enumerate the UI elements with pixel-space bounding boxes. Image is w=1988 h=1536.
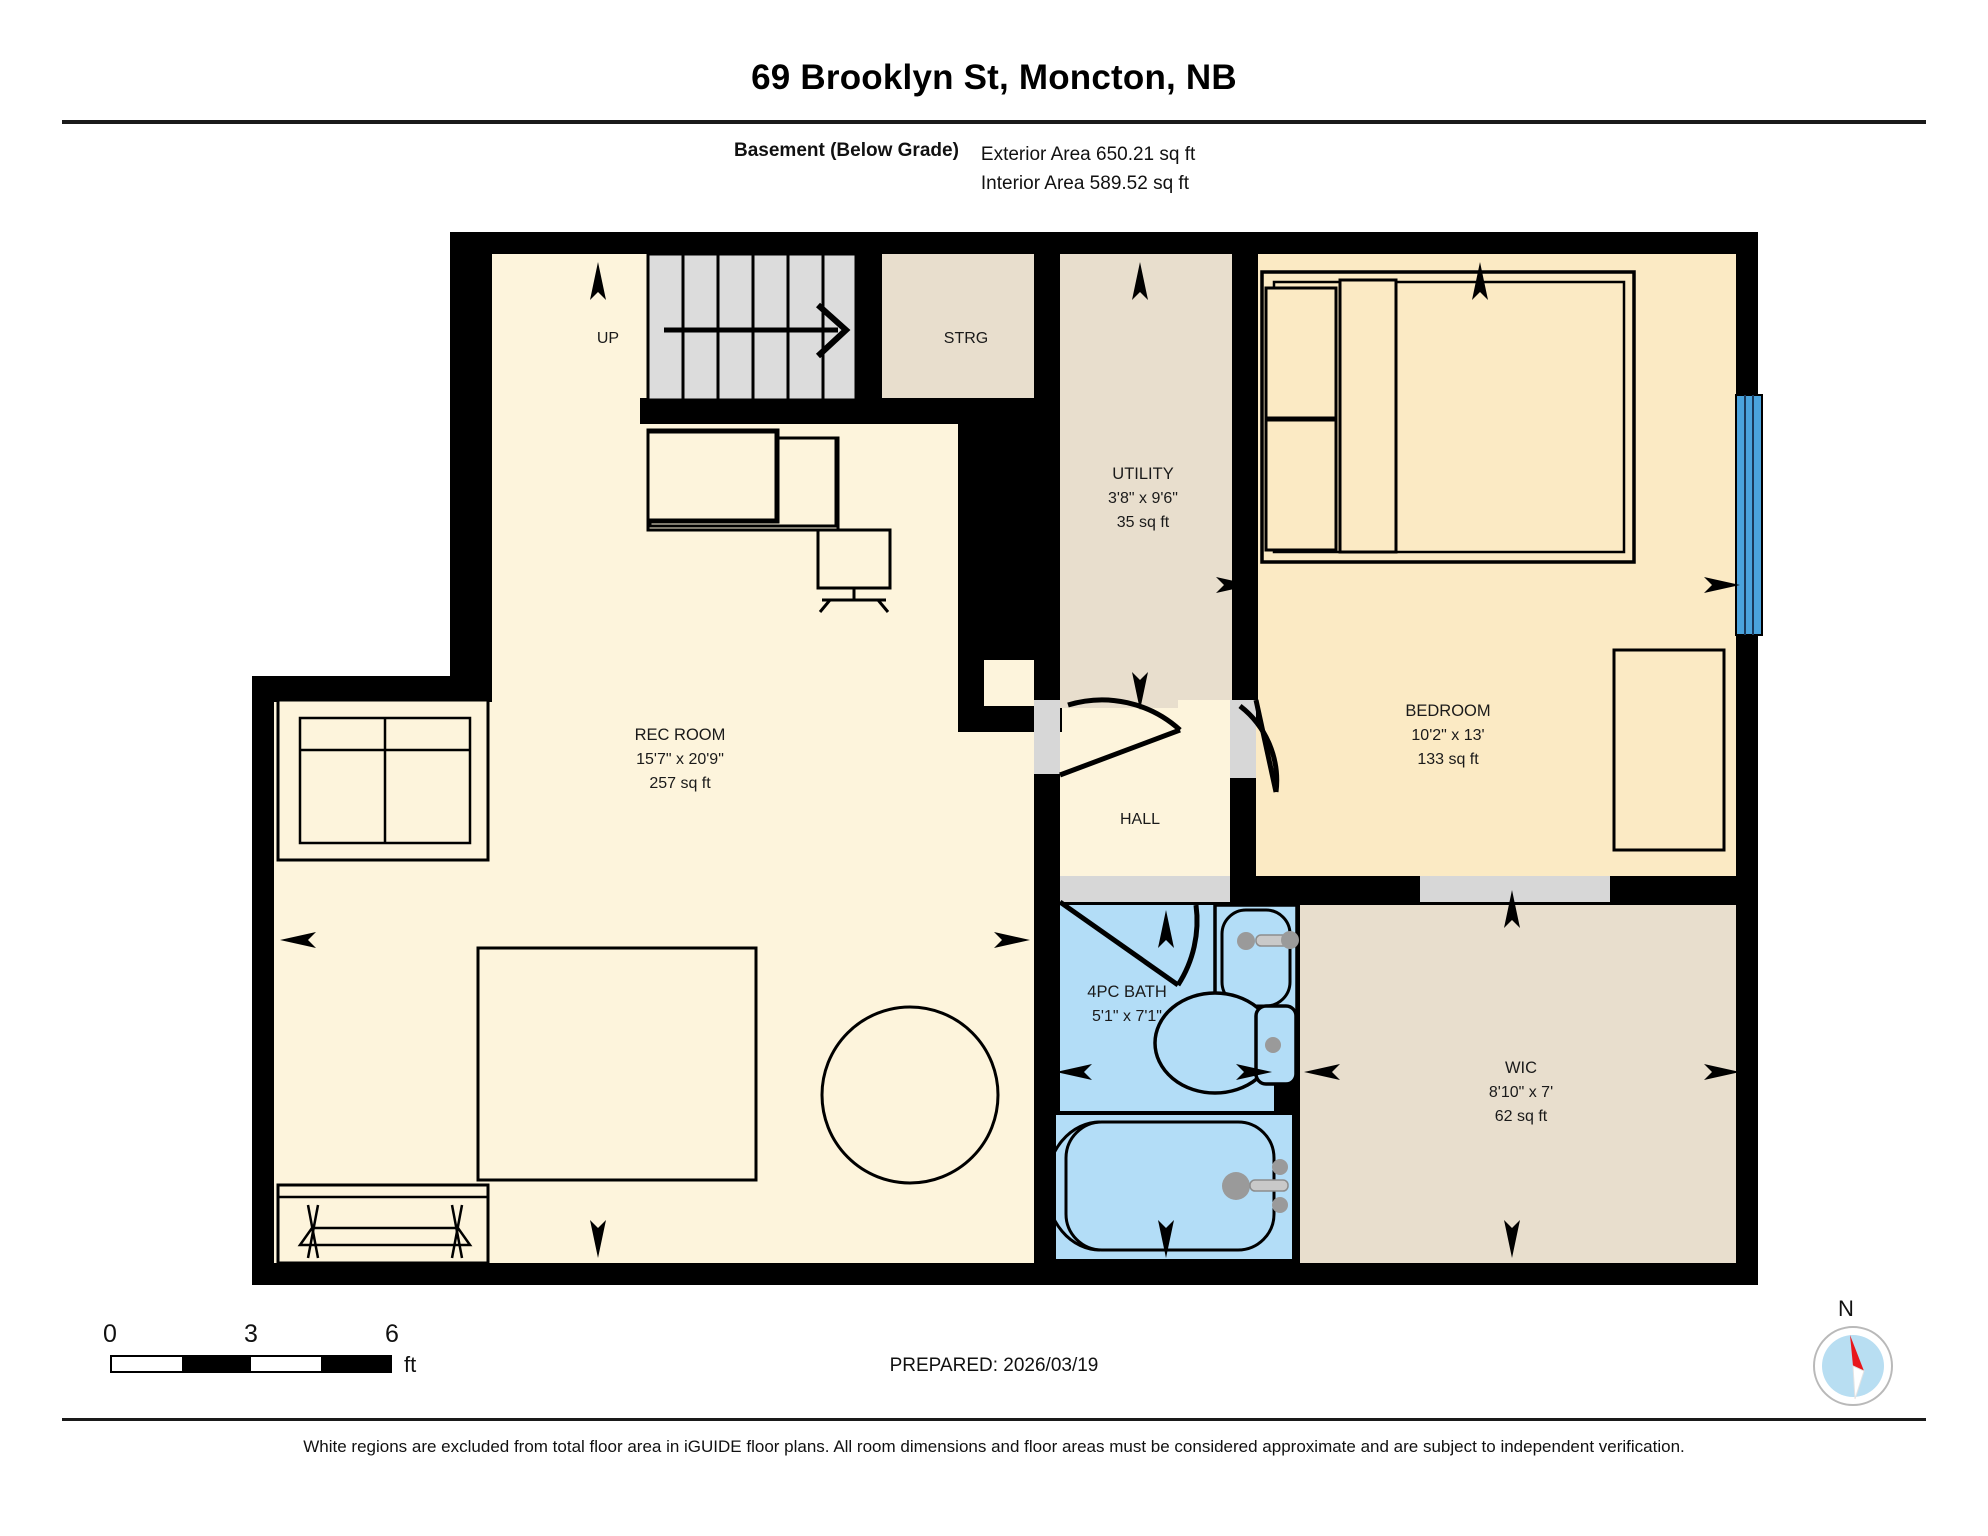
rec-room-furniture xyxy=(276,428,1000,1265)
label-rec-dims: 15'7" x 20'9" xyxy=(636,751,724,768)
compass-needle-north xyxy=(1850,1335,1864,1371)
scale-tick-6: 6 xyxy=(385,1320,399,1348)
wall-stair-storage xyxy=(856,232,882,404)
label-rec-name: REC ROOM xyxy=(635,726,726,744)
label-bath-dims: 5'1" x 7'1" xyxy=(1092,1008,1162,1025)
level-label: Basement (Below Grade) xyxy=(734,140,959,161)
compass-rose xyxy=(1812,1325,1894,1407)
label-utility-area: 35 sq ft xyxy=(1117,514,1170,531)
label-wic-area: 62 sq ft xyxy=(1495,1108,1548,1125)
compass-north-label: N xyxy=(1838,1296,1854,1321)
area-summary: Basement (Below Grade) Exterior Area 650… xyxy=(0,140,1988,199)
compass-needle-south xyxy=(1852,1365,1865,1400)
wic-floor xyxy=(1300,905,1736,1263)
prepared-date: PREPARED: 2026/03/19 xyxy=(889,1355,1099,1376)
label-bedroom-area: 133 sq ft xyxy=(1417,751,1479,768)
label-bedroom-name: BEDROOM xyxy=(1405,702,1490,720)
label-utility-name: UTILITY xyxy=(1112,465,1173,483)
scale-bar xyxy=(110,1355,392,1373)
disclaimer-text: White regions are excluded from total fl… xyxy=(303,1437,1685,1456)
scale-tick-3: 3 xyxy=(244,1320,258,1348)
door-swings xyxy=(1058,697,1280,988)
wall-rec-utility xyxy=(1034,232,1060,704)
scale-segment xyxy=(251,1357,321,1371)
hall-floor xyxy=(1060,700,1230,885)
room-labels: UP STRG UTILITY 3'8" x 9'6" 35 sq ft REC… xyxy=(597,330,1553,1125)
scale-unit-label: ft xyxy=(404,1352,417,1377)
scale-segment xyxy=(181,1357,251,1371)
exterior-area: Exterior Area 650.21 sq ft xyxy=(980,144,1196,165)
label-bedroom-dims: 10'2" x 13' xyxy=(1411,727,1484,744)
bedroom-furniture xyxy=(1260,270,1726,852)
wall-rec-right xyxy=(958,398,984,732)
label-bath-name: 4PC BATH xyxy=(1087,983,1166,1001)
label-wic-dims: 8'10" x 7' xyxy=(1489,1084,1553,1101)
storage-floor xyxy=(880,254,1056,400)
wall-under-stairs xyxy=(640,398,1060,424)
scale-tick-0: 0 xyxy=(103,1320,117,1348)
label-rec-area: 257 sq ft xyxy=(649,775,711,792)
staircase xyxy=(646,252,858,402)
door-opening-hall-rec xyxy=(1034,700,1060,774)
door-opening-bath xyxy=(1060,876,1230,902)
scale-tick-labels: 0 3 6 xyxy=(103,1320,399,1348)
door-opening-wic xyxy=(1420,876,1610,902)
interior-area: Interior Area 589.52 sq ft xyxy=(980,173,1189,195)
label-hall: HALL xyxy=(1120,811,1160,828)
dimension-arrows xyxy=(280,262,1740,1258)
wall-rec-left-upper xyxy=(466,254,492,694)
label-utility-dims: 3'8" x 9'6" xyxy=(1108,490,1178,507)
header-divider xyxy=(62,120,1926,124)
label-stairs-up: UP xyxy=(597,330,619,347)
window-east xyxy=(1735,394,1763,636)
scale-segment xyxy=(112,1357,182,1371)
scale-segment xyxy=(320,1357,390,1371)
wall-rec-notch xyxy=(252,676,492,702)
label-wic-name: WIC xyxy=(1505,1059,1537,1077)
wall-utility-bedroom xyxy=(1232,232,1258,702)
label-storage: STRG xyxy=(944,330,988,347)
door-opening-hall-bedroom xyxy=(1230,700,1256,778)
footer-divider xyxy=(62,1418,1926,1421)
bathroom-fixtures xyxy=(1044,903,1299,1263)
page-title: 69 Brooklyn St, Moncton, NB xyxy=(751,58,1237,97)
